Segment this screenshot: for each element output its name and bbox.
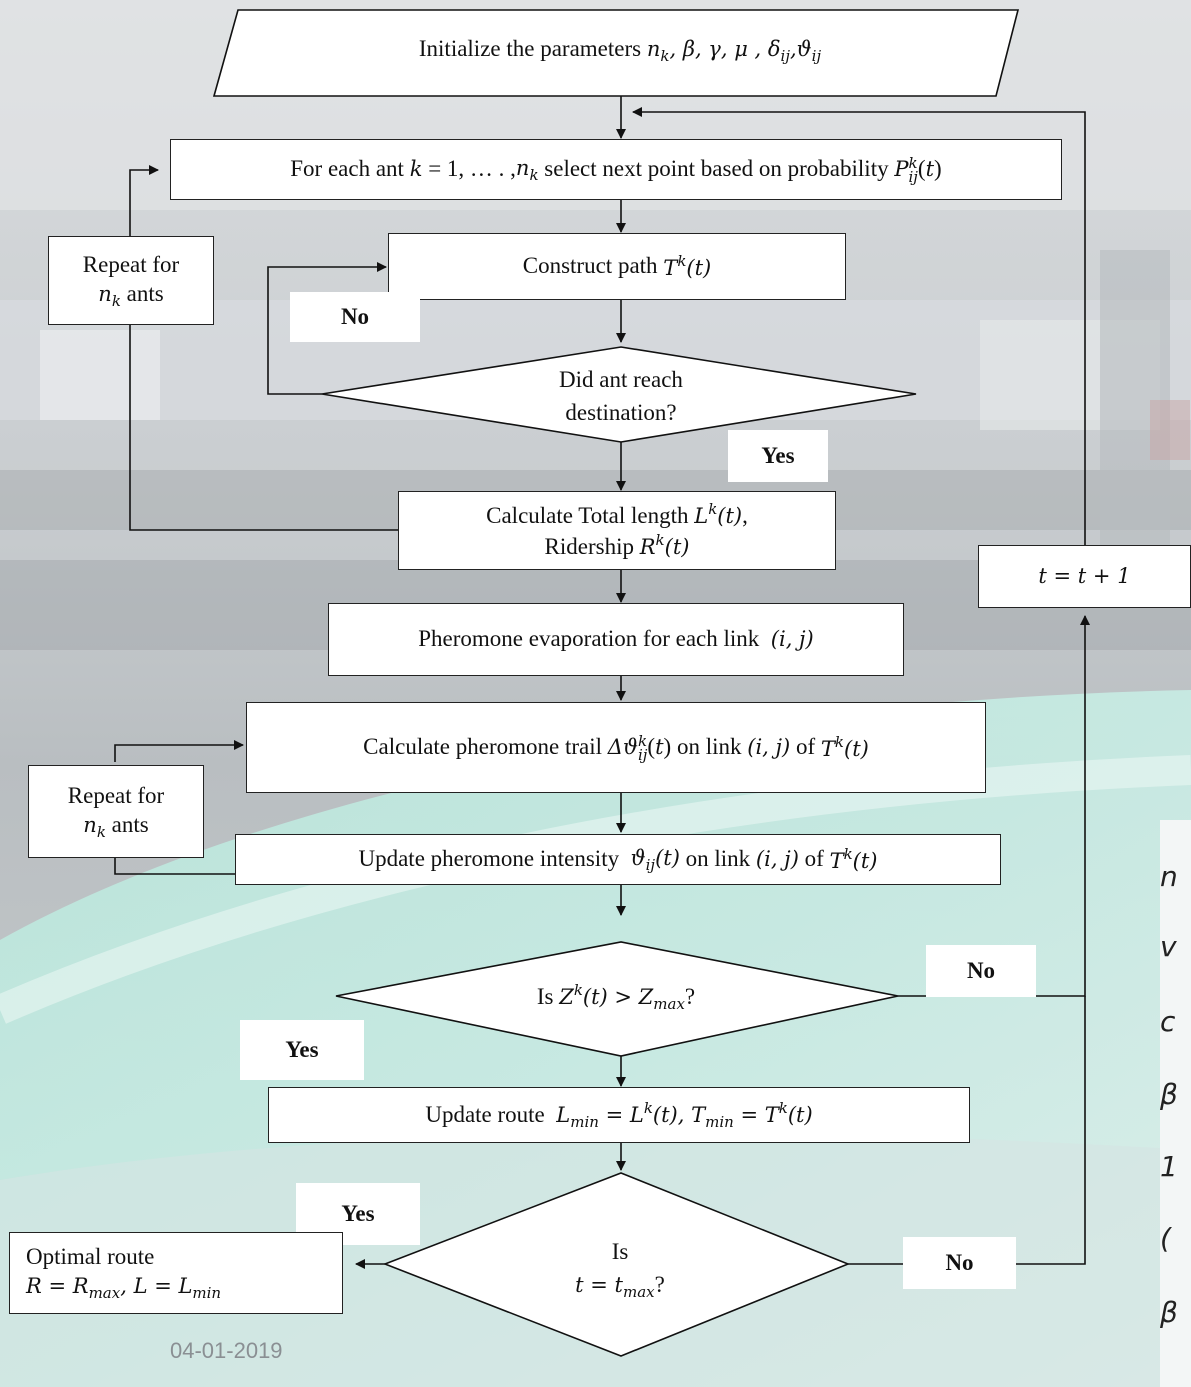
edge-label-no-z: No	[926, 945, 1036, 997]
optimal-line1: Optimal route	[26, 1244, 155, 1270]
repeat-top-line2: ants	[126, 280, 164, 306]
init-label: Initialize the parameters	[418, 36, 642, 61]
repeat-bottom-line2: ants	[111, 811, 149, 837]
repeat-bottom-line1: Repeat for	[67, 782, 165, 808]
slide-date: 04-01-2019	[170, 1338, 283, 1363]
edge-label-no-t: No	[903, 1237, 1016, 1289]
construct-path-box: Construct path Tk(t)	[388, 233, 846, 300]
calc-trail-of: of	[795, 734, 816, 760]
edge-label-yes-z: Yes	[240, 1020, 364, 1080]
is-z-label: Is	[536, 984, 554, 1009]
side-letter-3: c	[1160, 1005, 1176, 1038]
update-intensity-of: of	[804, 846, 824, 872]
calc-total-box: Calculate Total length Lk(t), Ridership …	[398, 491, 836, 570]
calc-trail-prefix: Calculate pheromone trail	[363, 734, 603, 760]
repeat-box-bottom: Repeat for nk ants	[28, 765, 204, 858]
for-each-middle: select next point based on probability	[544, 156, 889, 182]
is-t-line1: Is	[611, 1239, 629, 1264]
t-decision: Is t = tmax?	[500, 1235, 740, 1304]
calc-total-line1: Calculate Total length	[486, 502, 689, 528]
edge-label-no-construct: No	[290, 292, 420, 342]
evaporation-box: Pheromone evaporation for each link (i, …	[328, 603, 904, 676]
calc-total-line2: Ridership	[544, 533, 634, 559]
update-route-label: Update route	[425, 1101, 545, 1127]
reach-line1: Did ant reach	[559, 367, 683, 392]
z-decision: Is Zk(t) > Zmax?	[536, 981, 696, 1013]
optimal-route-box: Optimal route R = Rmax, L = Lmin	[9, 1232, 343, 1314]
edge-label-yes-reach: Yes	[728, 430, 828, 482]
init-node: Initialize the parameters nk, β, γ, μ , …	[418, 36, 822, 65]
update-intensity-mid: on link	[685, 846, 751, 872]
calc-trail-mid: on link	[676, 734, 742, 760]
for-each-ant-box: For each ant k = 1, … . , nk select next…	[170, 139, 1062, 200]
update-route-box: Update route Lmin = Lk(t), Tmin = Tk(t)	[268, 1087, 970, 1143]
side-letter-1: n	[1160, 860, 1178, 893]
for-each-prefix: For each ant	[290, 156, 404, 182]
side-letter-5: 1	[1160, 1150, 1178, 1183]
repeat-box-top: Repeat for nk ants	[48, 236, 214, 325]
reach-line2: destination?	[565, 399, 677, 425]
reach-decision: Did ant reach destination?	[461, 362, 781, 432]
evaporation-label: Pheromone evaporation for each link	[418, 626, 760, 652]
side-letter-2: v	[1160, 930, 1177, 963]
update-intensity-prefix: Update pheromone intensity	[358, 846, 620, 872]
increment-label: t = t + 1	[1038, 564, 1131, 589]
repeat-top-line1: Repeat for	[82, 251, 180, 277]
increment-box: t = t + 1	[978, 545, 1191, 608]
side-letter-4: β	[1160, 1078, 1178, 1111]
construct-label: Construct path	[522, 253, 658, 279]
side-letter-6: (	[1160, 1222, 1171, 1255]
side-letter-7: β	[1160, 1296, 1178, 1329]
update-intensity-box: Update pheromone intensity ϑij(t) on lin…	[235, 834, 1001, 885]
